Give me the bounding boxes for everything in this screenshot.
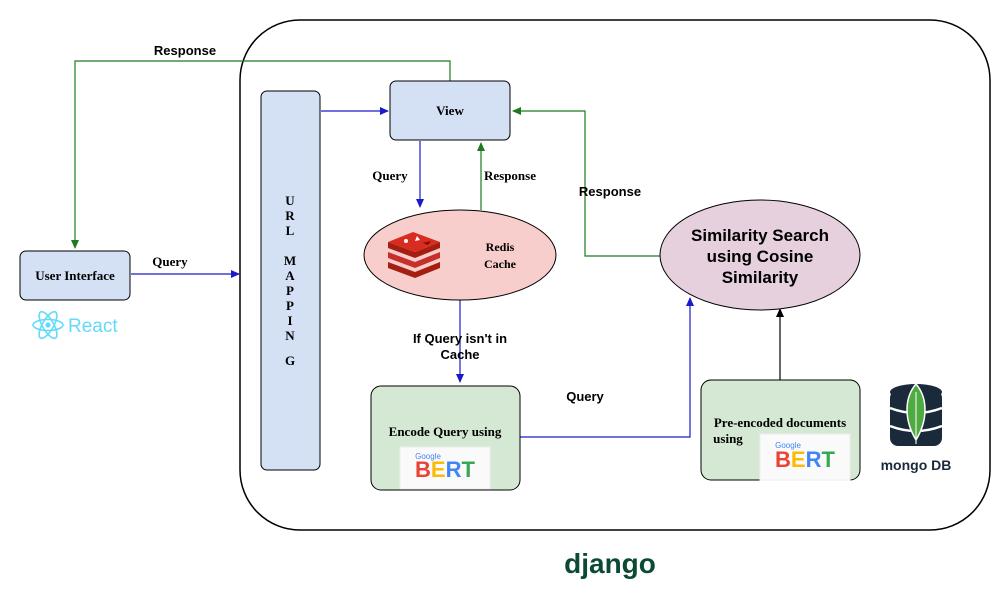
similarity-label-3: Similarity [722, 268, 799, 287]
react-logo: React [32, 310, 118, 340]
react-logo-text: React [68, 316, 118, 337]
mongodb-logo: mongo DB [881, 382, 952, 473]
label-query-bert: Query [566, 389, 604, 404]
mongodb-text: mongo DB [881, 457, 952, 473]
label-response-top: Response [154, 43, 216, 58]
url-letter: P [286, 283, 294, 298]
edge-response-similarity [512, 107, 660, 257]
bert-text: BERT [415, 457, 475, 482]
user-interface-label: User Interface [35, 268, 115, 283]
label-if-query-1: If Query isn't in [413, 331, 507, 346]
django-logo-text: django [564, 548, 656, 579]
url-letter: G [285, 353, 295, 368]
view-box [389, 80, 511, 141]
url-letter: L [286, 223, 295, 238]
url-letter: P [286, 298, 294, 313]
user-interface-box [19, 250, 131, 301]
url-letter: U [285, 193, 295, 208]
django-container [239, 19, 991, 531]
label-query-view: Query [372, 168, 408, 183]
label-if-query-2: Cache [440, 347, 479, 362]
redis-icon [388, 232, 440, 278]
url-letter: R [285, 208, 295, 223]
bert-google-text: Google [415, 452, 441, 461]
url-letter: N [285, 328, 295, 343]
similarity-label-2: using Cosine [707, 247, 814, 266]
react-atom-icon [32, 310, 64, 340]
redis-label-2: Cache [484, 257, 517, 271]
bert-logo: Google BERT [399, 446, 491, 490]
preencoded-label-1: Pre-encoded documents [714, 415, 846, 430]
url-mapping-box [260, 90, 321, 471]
view-label: View [436, 103, 464, 118]
url-letter: I [287, 313, 292, 328]
url-letter: A [285, 268, 295, 283]
edge-response-top [71, 60, 451, 249]
bert-google-text: Google [775, 441, 801, 450]
bert-logo: Google BERT [759, 433, 851, 481]
edge-query-bert [520, 297, 694, 438]
url-letter: M [284, 253, 296, 268]
similarity-label-1: Similarity Search [691, 226, 829, 245]
url-mapping-label: U R L M A P P I N G [284, 193, 296, 368]
label-response-redis: Response [484, 168, 536, 183]
similarity-search-ellipse [659, 199, 861, 311]
label-query-ui: Query [152, 254, 188, 269]
encode-query-label: Encode Query using [389, 424, 502, 439]
redis-label-1: Redis [486, 240, 515, 254]
bert-text: BERT [775, 447, 835, 472]
preencoded-label-2: using [713, 431, 743, 446]
label-response-similarity: Response [579, 184, 641, 199]
